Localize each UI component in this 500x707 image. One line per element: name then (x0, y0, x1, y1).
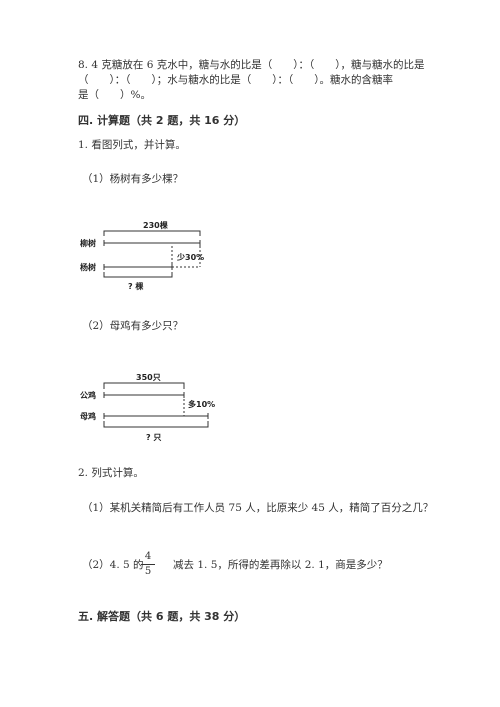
fraction-bar (141, 564, 155, 565)
q8-line-1: 8. 4 克糖放在 6 克水中，糖与水的比是（ ）：（ ），糖与糖水的比是 (78, 59, 425, 71)
fraction-denominator: 5 (144, 566, 152, 577)
diagram1-row2-label: 杨树 (80, 262, 96, 272)
problem-1-title: 1. 看图列式，并计算。 (78, 139, 186, 151)
problem-1-sub2: （2）母鸡有多少只？ (82, 320, 184, 332)
diagram1-top-label: 230棵 (143, 220, 168, 230)
q8-line-3: 是（ ）%。 (78, 89, 151, 101)
section-5-title: 五. 解答题（共 6 题，共 38 分） (78, 610, 246, 623)
fraction-four-fifths: 4 5 (141, 551, 155, 578)
problem-1-sub1: （1）杨树有多少棵？ (82, 173, 184, 185)
fraction-numerator: 4 (144, 551, 152, 562)
diagram2-side-label: 多10% (188, 399, 215, 409)
diagram2-row1-label: 公鸡 (80, 390, 96, 400)
problem-2-sub1: （1）某机关精简后有工作人员 75 人，比原来少 45 人，精简了百分之几？ (82, 502, 434, 514)
top-brace (103, 230, 201, 236)
q8-line-2: （ ）：（ ）；水与糖水的比是（ ）：（ ）。糖水的含糖率 (78, 74, 393, 86)
diagram1-bottom-label: ? 棵 (128, 281, 143, 291)
bottom-brace (103, 272, 173, 278)
problem-2-sub2-post: 减去 1. 5，所得的差再除以 2. 1，商是多少？ (173, 559, 388, 571)
top-brace-2 (103, 382, 185, 389)
section-4-title: 四. 计算题（共 2 题，共 16 分） (78, 114, 246, 127)
diagram2-row2-label: 母鸡 (80, 411, 96, 421)
problem-2-title: 2. 列式计算。 (78, 467, 144, 479)
problem-2-sub2-pre: （2）4. 5 的 (82, 559, 144, 571)
diagram1-side-label: 少30% (176, 252, 204, 262)
diagram2-top-label: 350只 (136, 373, 161, 382)
diagram1-row1-label: 柳树 (80, 238, 96, 248)
bottom-brace-2 (103, 421, 209, 428)
diagram2-bottom-label: ? 只 (146, 433, 161, 442)
